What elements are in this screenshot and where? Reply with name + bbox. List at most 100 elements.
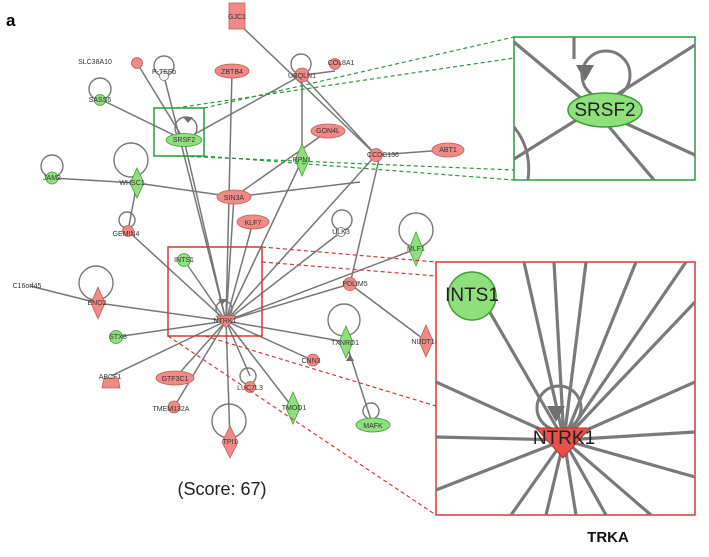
node-sass6-label: SASS6 bbox=[89, 97, 112, 104]
edge-pdlim5-ccdc136 bbox=[349, 154, 381, 285]
ntrk1-zoom-content: INTS1 NTRK1 bbox=[436, 262, 695, 515]
ntrk1-zoom-edge-10 bbox=[563, 438, 695, 479]
node-gjc1-shape bbox=[228, 2, 246, 30]
node-abt1-shape bbox=[431, 142, 465, 158]
node-ubqln-shape bbox=[294, 67, 310, 83]
node-mafk-shape bbox=[355, 417, 391, 433]
node-tpi1-shape bbox=[221, 425, 239, 459]
ntrk1-highlight bbox=[167, 246, 437, 516]
node-srsf2-label: SRSF2 bbox=[173, 137, 196, 144]
node-tpi1-label: TPI1 bbox=[223, 439, 238, 446]
node-mlf-shape bbox=[408, 230, 424, 268]
node-eno2-label: ENO2 bbox=[87, 300, 106, 307]
edge-gtf3c1-ntrk1 bbox=[174, 320, 227, 379]
edge-srsf2-ntrk1 bbox=[183, 139, 227, 322]
ntrk1-zoom-edge-15 bbox=[509, 439, 566, 515]
node-ulk3-label: ULK3 bbox=[332, 229, 350, 236]
txnrd1-arrowhead bbox=[346, 354, 354, 361]
node-ubqln-label: UBQLN1 bbox=[288, 73, 316, 80]
node-col8a1-label: COL8A1 bbox=[328, 60, 355, 67]
node-ints1-shape bbox=[177, 253, 191, 267]
node-gtf3c1-label: GTF3C1 bbox=[162, 376, 189, 383]
edge-abcf1-ntrk1 bbox=[110, 320, 227, 377]
node-ulk3-shape bbox=[336, 227, 346, 237]
ntrk1-zoom-inset: INTS1 NTRK1 bbox=[435, 261, 696, 516]
edge-ptefb-ntrk1 bbox=[163, 75, 227, 322]
node-srsf2-shape bbox=[165, 133, 203, 147]
ints1-zoom-label: INTS1 bbox=[445, 285, 499, 306]
panel-label: a bbox=[6, 11, 16, 30]
node-ntrk1-label: NTRK1 bbox=[214, 318, 237, 325]
edge-jam2-whsc1 bbox=[51, 177, 138, 184]
srsf2-zoom-content: SRSF2 bbox=[514, 37, 695, 180]
ntrk1-zoom-edge-5 bbox=[562, 262, 638, 441]
ntrk1-zoom-edge-11 bbox=[562, 438, 653, 515]
ntrk1-connector-top bbox=[261, 246, 437, 263]
ntrk1-zoom-node bbox=[534, 427, 592, 459]
node-zbtb4-label: ZBTB4 bbox=[221, 69, 243, 76]
network-edges bbox=[29, 21, 446, 441]
node-klf7-shape bbox=[236, 214, 270, 230]
node-abt1-label: ABT1 bbox=[439, 147, 457, 154]
node-sass6-shape bbox=[94, 94, 106, 106]
node-abcf1-label: ABCF1 bbox=[99, 374, 122, 381]
srsf2-connector-bottom bbox=[203, 155, 515, 181]
node-abcf1-shape bbox=[101, 377, 121, 389]
node-tmod1-shape bbox=[285, 391, 301, 425]
edge-tmod1-ntrk1 bbox=[225, 320, 294, 409]
node-stx8-shape bbox=[109, 330, 123, 344]
loop-mafk bbox=[362, 402, 380, 420]
node-rpn1-shape bbox=[294, 143, 310, 177]
node-tmod1-label: TMOD1 bbox=[282, 405, 307, 412]
ntrk1-zoom-edge-4 bbox=[562, 262, 588, 441]
edge-sass6-srsf2 bbox=[101, 99, 185, 141]
ntrk1-zoom-edge-17 bbox=[436, 435, 565, 442]
zoom-caption-trka: TRKA bbox=[587, 529, 629, 546]
node-txnrd1-label: TXNRD1 bbox=[331, 340, 359, 347]
node-cnn3-label: CNN3 bbox=[301, 358, 320, 365]
node-zbtb4-shape bbox=[214, 63, 250, 79]
node-pdlim5-label: PDLIM5 bbox=[342, 281, 367, 288]
node-mafk-label: MAFK bbox=[363, 423, 383, 430]
node-whsc1-label: WHSC1 bbox=[119, 180, 144, 187]
node-gon4l-shape bbox=[310, 123, 346, 139]
node-mlf-label: MLF1 bbox=[407, 246, 425, 253]
ntrk1-connector-top-2 bbox=[261, 261, 437, 277]
node-gon4l-label: GON4L bbox=[316, 128, 340, 135]
loop-ulk3 bbox=[331, 209, 353, 231]
edge-slc38a10-srsf2 bbox=[136, 62, 185, 141]
node-col8a1-shape bbox=[329, 58, 341, 70]
ntrk1-zoom-edge-7 bbox=[562, 300, 695, 442]
edge-eno2-ntrk1 bbox=[97, 302, 227, 322]
edge-txnrd1-mafk bbox=[345, 341, 373, 424]
edge-sin3a-ntrk1 bbox=[225, 196, 235, 322]
node-slc38a10-shape bbox=[131, 57, 143, 69]
srsf2-highlight bbox=[153, 36, 515, 181]
ntrk1-zoom-edge-6 bbox=[562, 262, 688, 441]
edge-rpn1-ntrk1 bbox=[225, 159, 303, 322]
edge-col8a1-ubqln bbox=[304, 70, 336, 76]
node-sin3a-shape bbox=[216, 189, 252, 205]
node-ptefb-label: P-TEFb bbox=[152, 69, 176, 76]
ntrk1-zoom-edge-9 bbox=[563, 430, 695, 442]
ntrk1-connector-bottom-2 bbox=[204, 335, 437, 407]
node-slc38a10-label: SLC38A10 bbox=[78, 59, 112, 66]
edge-pdlim5-ntrk1 bbox=[225, 283, 351, 322]
node-gemin4-shape bbox=[122, 225, 134, 237]
node-sin3a-label: SIN3A bbox=[224, 195, 245, 202]
node-pdlim5-shape bbox=[343, 277, 357, 291]
node-tmem132a-label: TMEM132A bbox=[153, 406, 190, 413]
srsf2-zoom-node bbox=[567, 92, 643, 128]
node-stx8-label: STX8 bbox=[109, 334, 127, 341]
node-rpn1-label: RPN1 bbox=[293, 157, 312, 164]
edge-stx8-ntrk1 bbox=[115, 320, 227, 338]
node-gjc1-label: GJC1 bbox=[228, 14, 246, 21]
node-tmem132a-shape bbox=[167, 400, 181, 414]
node-gemin4-label: GEMIN4 bbox=[113, 231, 140, 238]
node-whsc1-shape bbox=[129, 167, 145, 199]
edge-gjc1-ccdc136 bbox=[236, 21, 377, 156]
node-jam2-shape bbox=[45, 171, 59, 185]
ntrk1-zoom-edge-12 bbox=[562, 439, 608, 515]
edge-ubqln-ccdc136 bbox=[301, 74, 377, 156]
